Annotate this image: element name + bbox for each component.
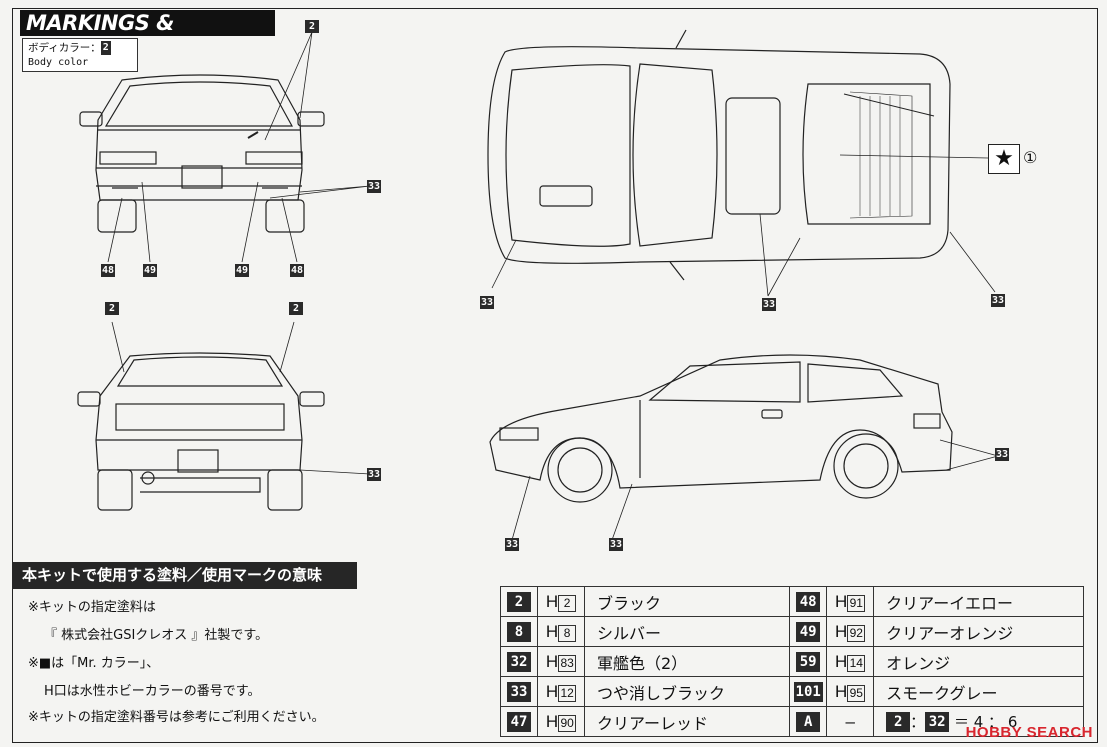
- dash: –: [826, 706, 875, 737]
- callout-front-33: 33: [367, 180, 382, 193]
- page-frame: [12, 8, 1098, 743]
- callout-rear-2-left: 2: [105, 302, 119, 315]
- body-color-code: 2: [100, 41, 111, 55]
- paint-section-heading: 本キットで使用する塗料／使用マークの意味: [12, 562, 357, 589]
- paint-code: 48: [796, 591, 821, 612]
- h-letter: H: [545, 651, 559, 671]
- watermark-logo: HOBBY SEARCH: [966, 724, 1093, 741]
- paint-code: 2: [507, 591, 531, 612]
- callout-rear-2-right: 2: [289, 302, 303, 315]
- paint-code: 59: [796, 651, 821, 672]
- callout-side-33-right: 33: [995, 448, 1010, 461]
- callout-front-48-left: 48: [101, 264, 116, 277]
- h-code: 91: [847, 594, 866, 612]
- note-line-1: ※キットの指定塗料は: [28, 600, 156, 615]
- paint-code: A: [796, 711, 821, 732]
- h-letter: H: [545, 681, 559, 701]
- paint-name: 軍艦色（2）: [583, 646, 791, 677]
- callout-front-48-right: 48: [290, 264, 305, 277]
- paint-code: 33: [507, 681, 531, 702]
- mix-ratio: ＝ 4 ： 6: [953, 712, 1018, 731]
- paint-code: 47: [507, 711, 531, 732]
- paint-name: オレンジ: [873, 646, 1084, 677]
- h-code: 8: [558, 624, 577, 642]
- note-line-5: ※キットの指定塗料番号は参考にご利用ください。: [28, 710, 325, 725]
- callout-top-33-left: 33: [480, 296, 495, 309]
- callout-front-49-left: 49: [143, 264, 158, 277]
- mix-formula: 2：32 ＝ 4 ： 6: [873, 706, 1084, 737]
- callout-front-2: 2: [305, 20, 319, 33]
- paint-name: クリアーレッド: [583, 706, 791, 737]
- rear-view-drawing: [77, 321, 371, 511]
- callout-side-33-left: 33: [505, 538, 520, 551]
- h-code: 83: [558, 654, 577, 672]
- body-color-label-en: Body color: [28, 57, 89, 68]
- paint-name: クリアーオレンジ: [873, 616, 1084, 647]
- h-code: 92: [847, 624, 866, 642]
- paint-name: クリアーイエロー: [873, 586, 1084, 617]
- mix-colon: ：: [910, 712, 926, 731]
- watermark-text: HOBBY SEARCH: [965, 724, 1093, 741]
- h-code: 12: [558, 684, 577, 702]
- h-letter: H: [545, 621, 559, 641]
- note-line-3: ※■は「Mr. カラー」、: [28, 656, 160, 671]
- h-code: 2: [558, 594, 577, 612]
- mix-code-2: 32: [925, 712, 950, 733]
- paint-name: つや消しブラック: [583, 676, 791, 707]
- paint-name: ブラック: [583, 586, 791, 617]
- body-color-box: ボディカラー：2 Body color: [22, 38, 138, 72]
- h-letter: H: [545, 711, 559, 731]
- callout-rear-33: 33: [367, 468, 382, 481]
- callout-top-33-right: 33: [991, 294, 1006, 307]
- callout-top-33-mid: 33: [762, 298, 777, 311]
- callout-side-33-mid: 33: [609, 538, 624, 551]
- mix-code-1: 2: [886, 712, 911, 733]
- paint-name: シルバー: [583, 616, 791, 647]
- side-view-drawing: [489, 354, 999, 541]
- front-view-drawing: [79, 31, 371, 263]
- h-code: 90: [558, 714, 577, 732]
- top-view-drawing: [487, 29, 996, 297]
- h-letter: H: [835, 651, 848, 671]
- h-letter: H: [835, 681, 848, 701]
- h-letter: H: [545, 591, 559, 611]
- h-code: 14: [847, 654, 866, 672]
- paint-name: スモークグレー: [873, 676, 1084, 707]
- star-mark-icon: ★: [988, 144, 1020, 174]
- paint-code: 101: [793, 681, 823, 702]
- car-drawings: [77, 29, 999, 541]
- h-code: 95: [847, 684, 866, 702]
- paint-code: 8: [507, 621, 531, 642]
- paint-code: 32: [507, 651, 531, 672]
- callout-front-49-right: 49: [235, 264, 250, 277]
- h-letter: H: [835, 621, 848, 641]
- star-mark-number: ①: [1023, 148, 1038, 167]
- paint-code: 49: [796, 621, 821, 642]
- note-line-2: 『 株式会社GSIクレオス 』社製です。: [44, 628, 269, 643]
- note-line-4: H口は水性ホビーカラーの番号です。: [44, 684, 261, 699]
- body-color-label-jp: ボディカラー：: [28, 42, 101, 54]
- h-letter: H: [835, 591, 848, 611]
